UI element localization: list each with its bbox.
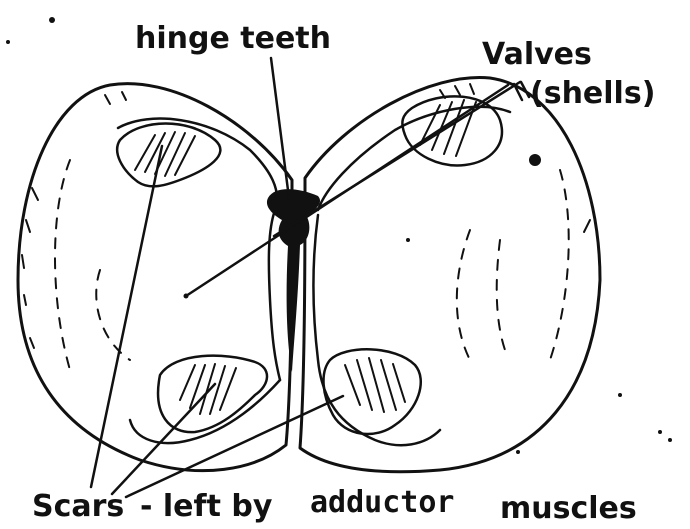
pallial-lines-dashed xyxy=(55,160,569,370)
right-lower-scar-hatching xyxy=(345,358,405,412)
right-valve-spot xyxy=(529,154,541,166)
hinge-teeth-pointer xyxy=(271,58,289,198)
right-valve-inner-contour xyxy=(318,107,510,210)
left-upper-scar-hatching xyxy=(135,132,195,176)
label-scars-adductor: adductor xyxy=(310,485,455,520)
label-hinge-teeth: hinge teeth xyxy=(135,21,331,56)
left-rim-ticks xyxy=(22,92,126,348)
right-valve-inner-contour-mid xyxy=(314,215,441,445)
left-valve-inner-contour-lower xyxy=(130,380,280,443)
label-shells: (shells) xyxy=(530,76,655,111)
left-upper-scar xyxy=(117,124,220,187)
label-scars-word: Scars xyxy=(32,489,124,524)
label-scars: Scars - left by adductor muscles xyxy=(32,485,637,526)
left-lower-scar xyxy=(158,356,267,433)
label-valves: Valves xyxy=(482,37,592,72)
left-valve-outline xyxy=(18,84,292,471)
label-scars-left-by: - left by xyxy=(140,489,273,524)
right-lower-scar xyxy=(324,349,421,434)
left-lower-scar-hatching xyxy=(180,364,236,414)
label-scars-muscles: muscles xyxy=(500,491,637,526)
